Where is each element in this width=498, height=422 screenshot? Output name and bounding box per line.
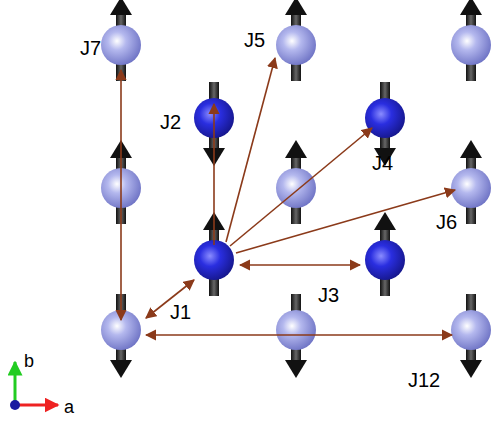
atom-sphere <box>451 25 491 65</box>
spin-arrowhead <box>285 0 307 15</box>
spin-arrowhead <box>285 140 307 158</box>
spin-arrowhead <box>285 360 307 378</box>
exchange-label: J6 <box>436 212 457 232</box>
exchange-path <box>213 104 215 245</box>
exchange-paths <box>121 58 455 335</box>
magnetic-atom <box>276 294 316 378</box>
exchange-label: J1 <box>170 302 191 322</box>
atom-sphere <box>276 310 316 350</box>
exchange-path <box>230 128 372 246</box>
atom-sphere <box>101 25 141 65</box>
magnetic-atom <box>101 0 141 81</box>
atom-sphere <box>451 168 491 208</box>
spin-arrowhead <box>460 360 482 378</box>
magnetic-atom <box>276 140 316 224</box>
exchange-label: J7 <box>80 38 101 58</box>
magnetic-atom <box>365 212 405 296</box>
axis-label: a <box>64 398 74 416</box>
spin-arrowhead <box>460 140 482 158</box>
exchange-path <box>120 70 122 320</box>
exchange-label: J12 <box>408 370 440 390</box>
spin-arrowhead <box>110 0 132 15</box>
exchange-label: J4 <box>372 153 393 173</box>
atom-sphere <box>365 240 405 280</box>
atom-sphere <box>365 98 405 138</box>
spin-arrowhead <box>374 212 396 230</box>
exchange-path <box>240 264 360 266</box>
exchange-label: J3 <box>318 285 339 305</box>
spin-arrowhead <box>110 360 132 378</box>
atom-sphere <box>276 25 316 65</box>
magnetic-atom <box>451 294 491 378</box>
exchange-label: J5 <box>244 30 265 50</box>
magnetic-atom <box>276 0 316 81</box>
axis-origin <box>10 400 20 410</box>
exchange-path <box>146 334 452 336</box>
atom-sphere <box>194 240 234 280</box>
axis-label: b <box>24 352 34 370</box>
magnetic-atom <box>451 0 491 81</box>
exchange-label: J2 <box>160 112 181 132</box>
spin-arrowhead <box>460 0 482 15</box>
atom-sphere <box>451 310 491 350</box>
exchange-path <box>236 190 455 253</box>
axis-b <box>14 362 17 405</box>
axis-a <box>15 404 58 407</box>
